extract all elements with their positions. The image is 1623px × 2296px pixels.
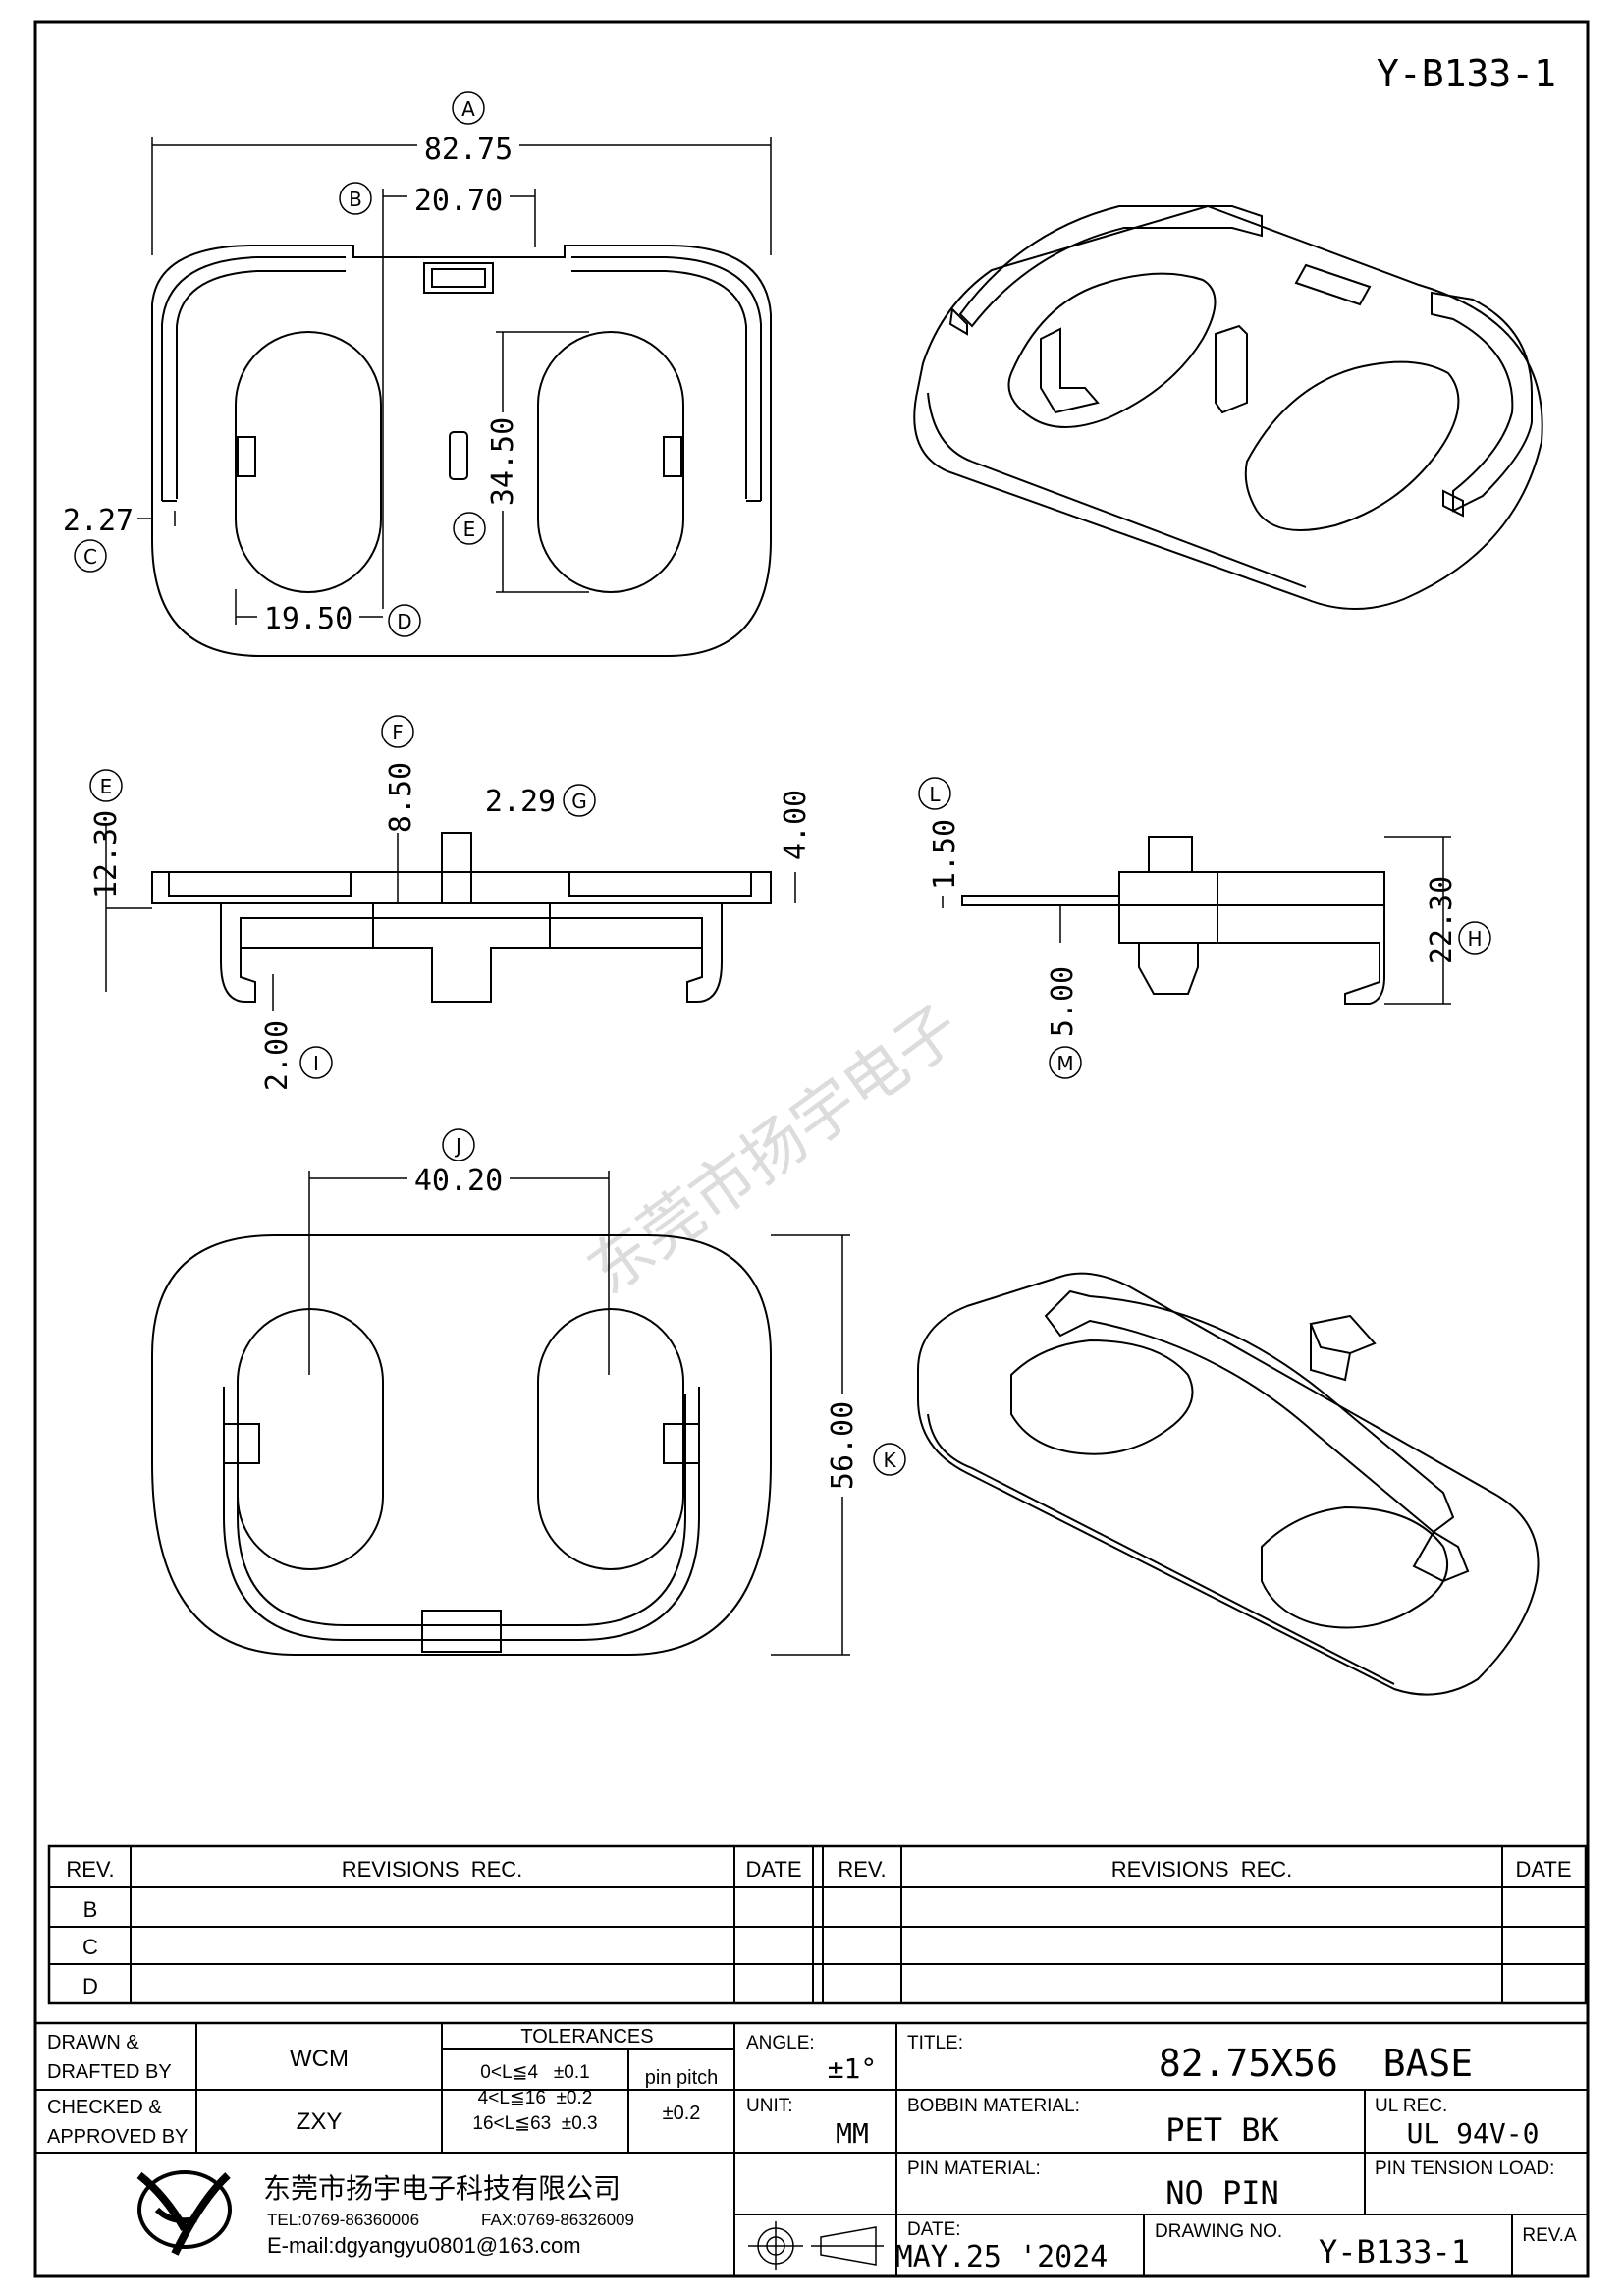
tol-row-2: 4<L≦16 ±0.2 (478, 2088, 593, 2108)
iso-view-top (913, 204, 1543, 610)
projection-symbol-icon (748, 2221, 884, 2270)
svg-text:L: L (929, 783, 941, 806)
dim-g-value: 2.29 (485, 785, 556, 819)
dim-c-value: 2.27 (63, 504, 134, 538)
drawn-label-2: DRAFTED BY (47, 2061, 172, 2083)
iso-view-bottom (917, 1272, 1540, 1696)
svg-text:K: K (883, 1449, 896, 1472)
dim-i-value: 2.00 (260, 1020, 295, 1091)
pin-material-label: PIN MATERIAL: (907, 2159, 1041, 2179)
ul-label: UL REC. (1375, 2096, 1447, 2116)
pin-tension-label: PIN TENSION LOAD: (1375, 2159, 1554, 2179)
unit-label: UNIT: (746, 2096, 793, 2116)
rev-row-d: D (82, 1974, 98, 1998)
ul-value: UL 94V-0 (1407, 2117, 1540, 2150)
checked-value: ZXY (297, 2108, 343, 2135)
date-value: MAY.25 '2024 (895, 2240, 1109, 2274)
revisions-table: REV. REVISIONS REC. DATE REV. REVISIONS … (47, 1844, 1588, 2005)
svg-text:B: B (349, 188, 362, 211)
date-label: DATE: (907, 2219, 961, 2240)
dim-l-value: 1.50 (928, 819, 962, 890)
rev-header-left: REV. (66, 1857, 114, 1882)
drawn-value: WCM (290, 2046, 349, 2072)
rev-row-c: C (82, 1935, 98, 1959)
checked-label-1: CHECKED & (47, 2097, 162, 2118)
dim-d-value: 19.50 (264, 602, 352, 636)
dim-k-value: 56.00 (826, 1401, 860, 1490)
svg-text:D: D (397, 610, 411, 633)
dim-e2-value: 12.30 (89, 810, 124, 899)
pin-pitch-label: pin pitch (645, 2067, 719, 2089)
unit-value: MM (836, 2117, 869, 2150)
dim-m-value: 5.00 (1046, 966, 1080, 1037)
tol-row-1: 0<L≦4 ±0.1 (480, 2062, 589, 2083)
dim-n-value: 4.00 (779, 790, 813, 860)
dim-j-value: 40.20 (414, 1164, 503, 1198)
svg-text:E: E (463, 518, 476, 541)
company-tel: TEL:0769-86360006 (267, 2211, 419, 2229)
company-logo-icon (136, 2170, 232, 2256)
angle-label: ANGLE: (746, 2033, 815, 2053)
svg-text:J: J (454, 1134, 461, 1158)
top-view: A 82.75 B 20.70 34.50 E 19.50 D 2.27 C (63, 91, 772, 657)
title-value: 82.75X56 BASE (1159, 2042, 1473, 2085)
watermark: 东莞市扬宇电子 (575, 992, 974, 1309)
tolerances-title: TOLERANCES (520, 2026, 653, 2048)
dim-a-value: 82.75 (424, 133, 513, 167)
rev-row-b: B (83, 1897, 98, 1922)
company-name: 东莞市扬宇电子科技有限公司 (263, 2172, 621, 2205)
dim-h-value: 22.30 (1425, 876, 1459, 964)
rec-header-right: REVISIONS REC. (1111, 1857, 1293, 1882)
bottom-view: J 40.20 56.00 K (151, 1128, 906, 1656)
dim-e-value: 34.50 (486, 417, 520, 506)
rev-header-right: REV. (838, 1857, 886, 1882)
svg-text:M: M (1056, 1052, 1073, 1075)
pin-pitch-tol: ±0.2 (663, 2103, 701, 2124)
drawing-code-top: Y-B133-1 (1377, 52, 1556, 95)
title-block: DRAWN & DRAFTED BY WCM CHECKED & APPROVE… (33, 2021, 1590, 2278)
date-header-left: DATE (745, 1857, 801, 1882)
rec-header-left: REVISIONS REC. (342, 1857, 523, 1882)
dim-b-value: 20.70 (414, 184, 503, 218)
pin-material-value: NO PIN (1165, 2174, 1279, 2212)
date-header-right: DATE (1515, 1857, 1571, 1882)
svg-text:C: C (83, 545, 97, 569)
svg-text:F: F (392, 721, 404, 744)
svg-text:I: I (313, 1052, 319, 1075)
company-fax: FAX:0769-86326009 (481, 2211, 634, 2229)
tol-row-3: 16<L≦63 ±0.3 (472, 2113, 597, 2134)
angle-value: ±1° (828, 2052, 878, 2085)
company-email: E-mail:dgyangyu0801@163.com (267, 2233, 581, 2258)
front-view: 12.30 E 8.50 F 2.29 G 4.00 2.00 I (89, 715, 813, 1091)
drawing-no-label: DRAWING NO. (1155, 2221, 1282, 2242)
rev-a-label: REV.A (1522, 2225, 1577, 2246)
drawn-label-1: DRAWN & (47, 2032, 139, 2053)
svg-text:H: H (1467, 927, 1482, 951)
svg-text:E: E (100, 775, 113, 798)
checked-label-2: APPROVED BY (47, 2126, 188, 2148)
bobbin-material-value: PET BK (1165, 2111, 1279, 2149)
svg-text:A: A (461, 97, 475, 121)
drawing-no-value: Y-B133-1 (1319, 2233, 1470, 2270)
title-label: TITLE: (907, 2033, 963, 2053)
dim-f-value: 8.50 (384, 762, 418, 833)
bobbin-material-label: BOBBIN MATERIAL: (907, 2096, 1080, 2116)
svg-text:G: G (571, 790, 587, 813)
side-view: 1.50 L 22.30 H 5.00 M (918, 777, 1491, 1079)
